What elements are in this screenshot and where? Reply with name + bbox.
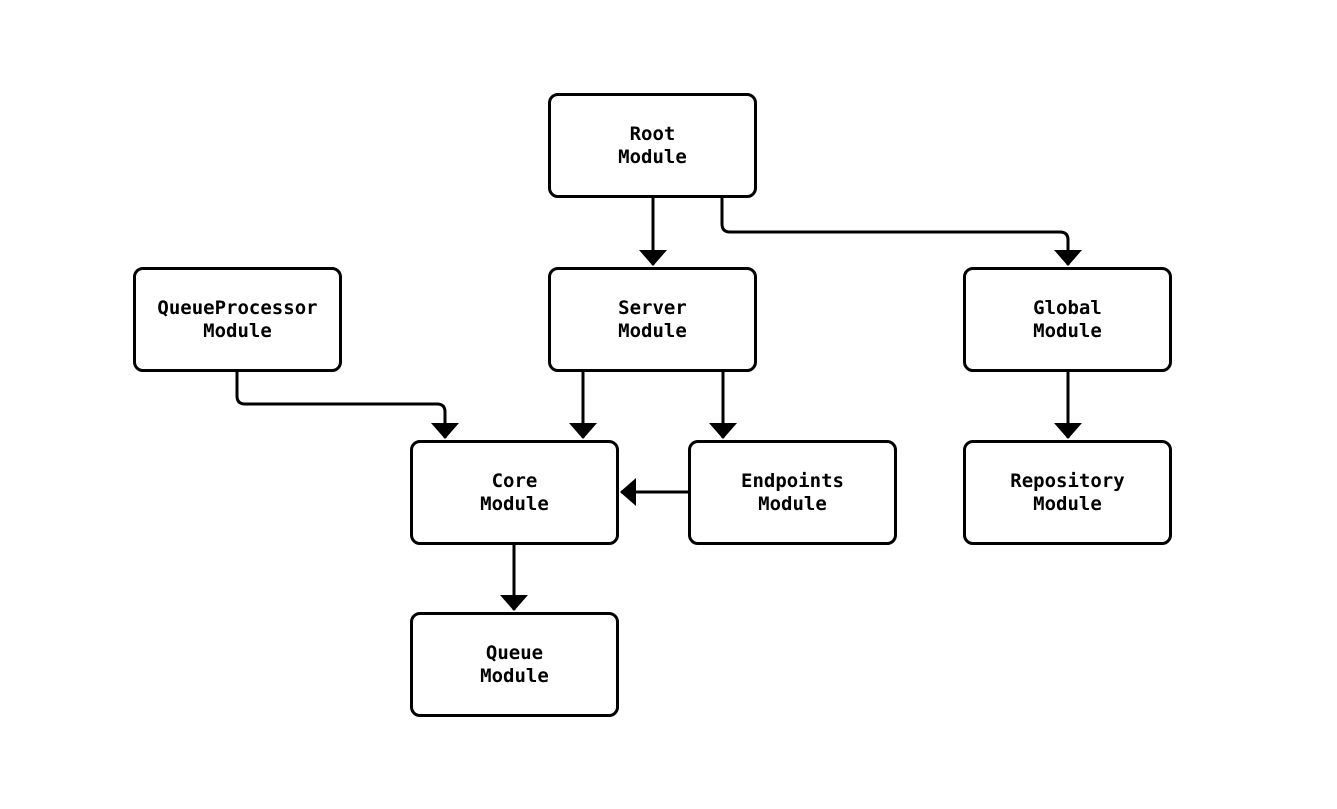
node-server-module: Server Module: [548, 267, 757, 372]
node-queue-module: Queue Module: [410, 612, 619, 717]
edge-root-to-global-arrow: [720, 198, 1082, 266]
edge-queueprocessor-to-core-arrow: [235, 372, 459, 439]
node-repository-module: Repository Module: [963, 440, 1172, 545]
node-root-module: Root Module: [548, 93, 757, 198]
node-global-module: Global Module: [963, 267, 1172, 372]
node-endpoints-module: Endpoints Module: [688, 440, 897, 545]
node-core-module: Core Module: [410, 440, 619, 545]
node-queueprocessor-module: QueueProcessor Module: [133, 267, 342, 372]
